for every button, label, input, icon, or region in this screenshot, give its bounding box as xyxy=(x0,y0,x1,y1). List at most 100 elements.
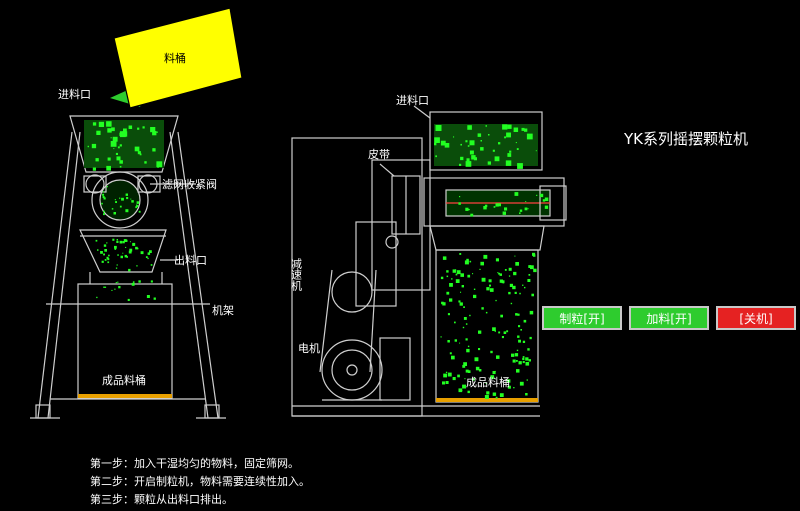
granule xyxy=(462,384,466,389)
granule xyxy=(106,256,109,259)
granule xyxy=(97,249,99,251)
granule xyxy=(114,199,116,201)
granule xyxy=(498,272,500,275)
granule xyxy=(465,323,468,325)
reducer-label: 减速机 xyxy=(290,258,303,291)
granule xyxy=(119,160,123,164)
granule xyxy=(458,300,461,303)
granule xyxy=(459,196,461,198)
granule xyxy=(91,143,97,149)
granule xyxy=(504,207,508,211)
granule xyxy=(103,253,105,256)
granule xyxy=(528,274,531,276)
granule xyxy=(145,256,148,258)
granule xyxy=(124,254,128,258)
granule xyxy=(132,242,136,246)
granule xyxy=(442,256,447,260)
granule xyxy=(515,142,517,144)
granule xyxy=(535,150,537,152)
granule xyxy=(106,242,108,244)
granule xyxy=(454,269,457,271)
hopper-tag xyxy=(110,7,243,109)
granule xyxy=(120,255,123,259)
granule xyxy=(156,131,158,133)
granule xyxy=(136,265,138,267)
granulate-on-button[interactable]: 制粒[开] xyxy=(542,306,622,330)
granule xyxy=(453,136,455,138)
granule xyxy=(509,283,513,287)
granule xyxy=(117,146,120,149)
granule xyxy=(517,313,520,316)
granule xyxy=(484,204,488,208)
granule xyxy=(533,268,537,273)
granule xyxy=(111,289,113,291)
granule xyxy=(483,254,488,259)
granule xyxy=(489,284,491,287)
granule xyxy=(504,136,506,139)
granule xyxy=(527,208,529,210)
granule xyxy=(101,202,103,205)
granule xyxy=(440,336,442,338)
granule xyxy=(494,370,496,372)
granule xyxy=(469,314,471,317)
granule xyxy=(490,375,495,379)
granule xyxy=(445,381,449,384)
granule xyxy=(102,196,105,198)
granule xyxy=(464,378,466,380)
granule xyxy=(142,126,145,129)
granule xyxy=(150,127,156,133)
granule xyxy=(507,385,511,389)
granule xyxy=(123,128,127,133)
granule xyxy=(478,330,482,334)
granule xyxy=(138,280,141,283)
granule xyxy=(134,146,140,152)
granule xyxy=(459,342,461,344)
granule xyxy=(147,252,151,255)
granule xyxy=(467,390,470,394)
hopper-tag-label: 料桶 xyxy=(164,51,186,65)
granule xyxy=(466,158,470,162)
granule xyxy=(121,197,124,201)
granule xyxy=(467,370,471,373)
granule xyxy=(103,197,106,200)
granule xyxy=(495,258,499,262)
granule xyxy=(517,335,520,338)
granule xyxy=(132,281,135,283)
granule xyxy=(446,270,449,273)
granule xyxy=(500,314,503,318)
granule xyxy=(487,161,491,165)
granule xyxy=(459,302,463,306)
right-bin-label: 成品料桶 xyxy=(466,375,510,389)
granule xyxy=(528,359,531,362)
granule xyxy=(468,208,470,211)
granule xyxy=(488,279,492,283)
granule xyxy=(447,340,450,343)
granule xyxy=(131,282,135,286)
granule xyxy=(481,277,486,282)
feed-on-button[interactable]: 加料[开] xyxy=(629,306,709,330)
granule xyxy=(445,371,448,373)
granule xyxy=(522,356,525,358)
granule xyxy=(499,273,502,276)
granule xyxy=(447,313,450,316)
belt-line xyxy=(319,269,333,373)
granule xyxy=(122,241,125,244)
granule xyxy=(502,124,508,130)
granule xyxy=(515,262,519,266)
granule xyxy=(104,286,107,288)
granule xyxy=(115,201,117,203)
right-inlet-label: 进料口 xyxy=(396,93,429,107)
granule xyxy=(508,267,512,271)
granule xyxy=(469,260,472,263)
granule xyxy=(513,271,517,276)
granule xyxy=(478,348,481,351)
shutdown-button[interactable]: [关机] xyxy=(716,306,796,330)
granule xyxy=(125,246,127,248)
granule xyxy=(497,272,499,274)
frame-label: 机架 xyxy=(212,303,234,317)
granule xyxy=(519,209,523,212)
granule xyxy=(467,125,472,130)
granule xyxy=(498,331,501,334)
granule xyxy=(474,357,479,362)
granule xyxy=(462,364,466,368)
